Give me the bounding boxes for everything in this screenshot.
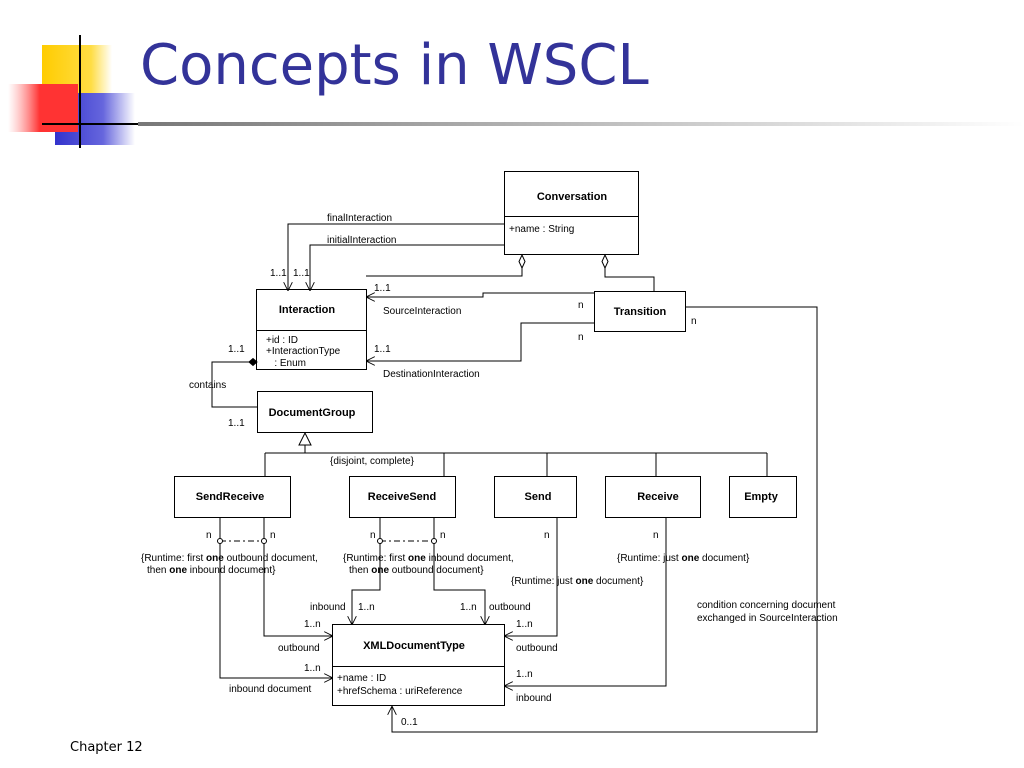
note-receive: {Runtime: just one document}: [617, 553, 750, 564]
mult-transition-source: n: [578, 300, 584, 311]
slide-decoration: [8, 35, 1024, 148]
note-send: {Runtime: just one document}: [511, 576, 644, 587]
label-source-interaction: SourceInteraction: [383, 306, 461, 317]
mult-contains-top: 1..1: [228, 344, 245, 355]
sendreceive-ordering-end-left: [217, 538, 223, 544]
mult-contains-bottom: 1..1: [228, 418, 245, 429]
note-condition-line2: exchanged in SourceInteraction: [697, 613, 838, 624]
mult-final-interaction: 1..1: [270, 268, 287, 279]
class-name-conversation: Conversation: [537, 191, 608, 203]
mult-condition-document: 0..1: [401, 717, 418, 728]
sendreceive-inbound: [219, 518, 332, 678]
class-attr-xml-2: +hrefSchema : uriReference: [337, 686, 463, 697]
label-destination-interaction: DestinationInteraction: [383, 369, 480, 380]
composition-contains: [211, 361, 257, 408]
aggregation-diamond-interactions: [518, 253, 526, 270]
composition-diamond: [248, 357, 258, 367]
class-name-send-receive: SendReceive: [196, 491, 264, 503]
label-contains: contains: [189, 380, 226, 391]
class-name-receive: Receive: [637, 491, 679, 503]
class-name-interaction: Interaction: [279, 304, 336, 316]
mult-destination-interaction: 1..1: [374, 344, 391, 355]
mult-send-outbound: 1..n: [516, 619, 533, 630]
class-document-group: [257, 391, 373, 433]
class-attr-interaction-1: +id : ID: [266, 335, 298, 346]
class-interaction: [256, 289, 367, 370]
label-initial-interaction: initialInteraction: [327, 235, 396, 246]
mult-source-interaction: 1..1: [374, 283, 391, 294]
class-attr-interaction-3: : Enum: [266, 358, 306, 369]
receivesend-inbound: [352, 518, 381, 624]
receive-inbound: [505, 518, 667, 686]
class-name-empty: Empty: [744, 491, 779, 503]
mult-sendreceive-outbound: 1..n: [304, 619, 321, 630]
assoc-destination-interaction: [367, 322, 594, 361]
label-inbound-document: inbound document: [229, 684, 312, 695]
mult-transition-dest: n: [578, 332, 584, 343]
mult-initial-interaction: 1..1: [293, 268, 310, 279]
mult-sendreceive-1: n: [206, 530, 212, 541]
generalization-lines: [264, 445, 768, 476]
label-sendreceive-outbound: outbound: [278, 643, 320, 654]
note-condition-line1: condition concerning document: [697, 600, 836, 611]
note-sendreceive-line1: {Runtime: first one outbound document,: [141, 553, 318, 564]
title-rule: [138, 122, 1024, 126]
class-attr-interaction-2: +InteractionType: [266, 346, 341, 357]
class-xml-document-type: [332, 624, 505, 706]
slide-footer: Chapter 12: [70, 740, 143, 755]
receivesend-outbound: [433, 518, 485, 624]
page-title: Concepts in WSCL: [140, 33, 649, 98]
mult-receivesend-inbound: 1..n: [358, 602, 375, 613]
sendreceive-outbound: [263, 518, 332, 636]
mult-sendreceive-2: n: [270, 530, 276, 541]
class-receive: [605, 476, 701, 518]
class-name-xml-document-type: XMLDocumentType: [363, 640, 465, 652]
generalization-triangle: [298, 431, 312, 446]
assoc-source-interaction: [367, 292, 594, 297]
mult-send: n: [544, 530, 550, 541]
receivesend-ordering-end-right: [431, 538, 437, 544]
receivesend-ordering-end-left: [377, 538, 383, 544]
mult-sendreceive-inbound: 1..n: [304, 663, 321, 674]
mult-receivesend-1: n: [370, 530, 376, 541]
class-receive-send: [349, 476, 456, 518]
class-name-send: Send: [525, 491, 552, 503]
label-final-interaction: finalInteraction: [327, 213, 392, 224]
sendreceive-ordering-end-right: [261, 538, 267, 544]
label-receivesend-outbound: outbound: [489, 602, 531, 613]
class-send: [494, 476, 577, 518]
aggregation-diamond-transitions: [601, 253, 609, 270]
mult-receivesend-2: n: [440, 530, 446, 541]
label-receivesend-inbound: inbound: [310, 602, 346, 613]
mult-receive: n: [653, 530, 659, 541]
label-disjoint-complete: {disjoint, complete}: [330, 456, 415, 467]
mult-transition-condition: n: [691, 316, 697, 327]
class-attr-xml-1: +name : ID: [337, 673, 386, 684]
class-name-transition: Transition: [614, 306, 667, 318]
aggregation-conversation-transition: [604, 268, 655, 291]
class-conversation: [504, 171, 639, 255]
class-empty: [729, 476, 797, 518]
send-outbound: [505, 518, 558, 636]
aggregation-conversation-interaction: [366, 255, 523, 277]
note-sendreceive-line2: then one inbound document}: [147, 565, 276, 576]
assoc-transition-condition: [392, 306, 818, 733]
mult-receive-inbound: 1..n: [516, 669, 533, 680]
class-name-receive-send: ReceiveSend: [368, 491, 436, 503]
mult-receivesend-outbound: 1..n: [460, 602, 477, 613]
note-receivesend-line1: {Runtime: first one inbound document,: [343, 553, 514, 564]
label-receive-inbound: inbound: [516, 693, 552, 704]
class-transition: [594, 291, 686, 332]
class-name-document-group: DocumentGroup: [269, 407, 356, 419]
label-send-outbound: outbound: [516, 643, 558, 654]
class-attr-conversation: +name : String: [509, 224, 574, 235]
class-send-receive: [174, 476, 291, 518]
assoc-final-interaction: [288, 223, 504, 290]
note-receivesend-line2: then one outbound document}: [349, 565, 484, 576]
assoc-initial-interaction: [310, 244, 504, 290]
